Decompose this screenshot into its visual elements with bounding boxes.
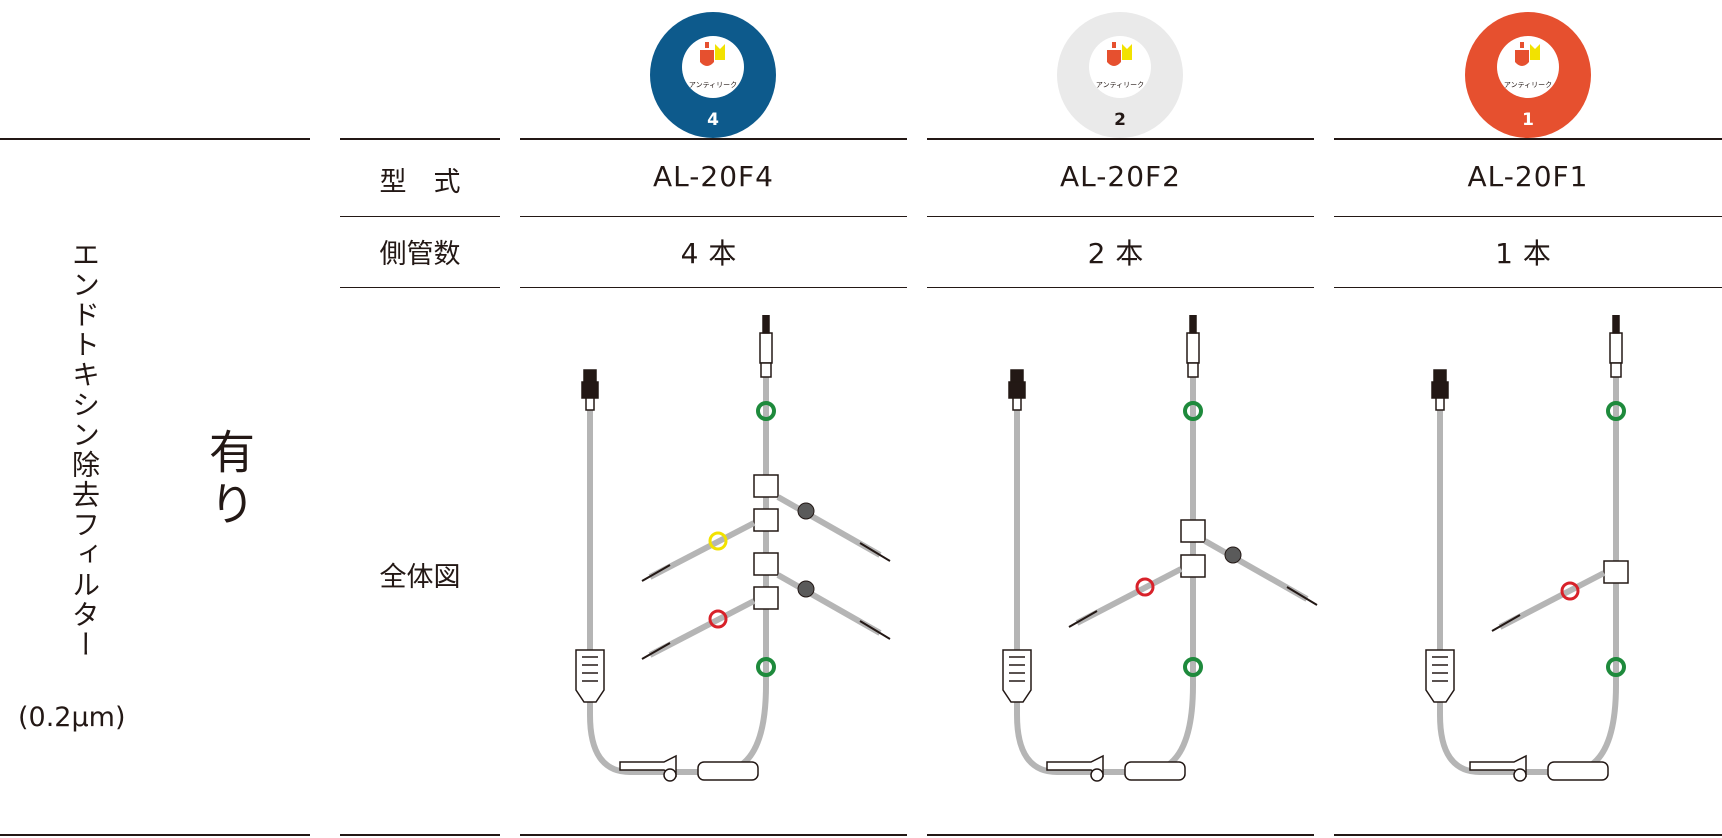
left-connector — [1008, 369, 1026, 411]
antileak-logo-icon — [1515, 42, 1540, 66]
product-model: AL-20F1 — [1467, 160, 1589, 193]
badge-number: 2 — [1114, 110, 1126, 130]
clamp-green-icon — [756, 657, 776, 677]
left-top-rule — [0, 138, 310, 140]
side-ports — [1603, 560, 1629, 584]
label-top-rule — [340, 138, 500, 140]
label-rule-1 — [340, 216, 500, 217]
side-tubes — [1498, 570, 1606, 630]
left-connector — [581, 369, 599, 411]
clamp-red-icon — [708, 609, 728, 629]
badge-number: 4 — [707, 110, 719, 130]
main-tube — [587, 370, 769, 775]
antileak-logo-icon — [700, 42, 725, 66]
left-bottom-rule — [0, 834, 310, 836]
side-tube-ends — [1491, 614, 1521, 632]
col-rule-2 — [1334, 287, 1722, 288]
clamp-gray-icon — [797, 502, 815, 520]
main-tube — [1014, 370, 1196, 775]
col-bottom-rule — [1334, 834, 1722, 836]
antileak-logo: アンティリーク — [1497, 36, 1559, 98]
col-top-rule — [927, 138, 1314, 140]
clamp-red-icon — [1135, 577, 1155, 597]
col-rule-2 — [927, 287, 1314, 288]
drip-chamber — [575, 649, 605, 703]
top-spike — [1186, 315, 1200, 378]
row-label-side-tubes: 側管数 — [379, 239, 461, 270]
col-rule-1 — [520, 216, 907, 217]
antileak-logo: アンティリーク — [1089, 36, 1151, 98]
label-rule-2 — [340, 287, 500, 288]
logo-text: アンティリーク — [1503, 81, 1553, 89]
filter-value: 有り — [202, 428, 256, 532]
product-model: AL-20F4 — [653, 160, 774, 193]
col-top-rule — [520, 138, 907, 140]
side-tube-count: 4本 — [680, 237, 747, 270]
clamp-green-icon — [756, 401, 776, 421]
clamp-yellow-icon — [708, 531, 728, 551]
label-bottom-rule — [340, 834, 500, 836]
clamp-green-icon — [1606, 401, 1626, 421]
antileak-logo: アンティリーク — [682, 36, 744, 98]
filter-vertical-title: エンドトキシン除去フィルター — [68, 240, 101, 660]
drip-chamber — [1425, 649, 1455, 703]
filter-unit — [1469, 754, 1609, 782]
product-badge: アンティリーク 2 — [1057, 12, 1183, 138]
logo-text: アンティリーク — [1095, 81, 1145, 89]
top-spike — [759, 315, 773, 378]
clamp-green-icon — [1183, 401, 1203, 421]
side-tube-ends — [641, 542, 891, 660]
clamps — [1135, 401, 1242, 677]
product-badge: アンティリーク 1 — [1465, 12, 1591, 138]
side-tube-count: 2本 — [1087, 237, 1154, 270]
pore-size: (0.2μm) — [18, 702, 126, 733]
badge-number: 1 — [1522, 110, 1534, 130]
row-label-overall-view: 全体図 — [379, 562, 461, 593]
filter-unit — [1046, 754, 1186, 782]
side-ports — [753, 474, 779, 610]
clamp-green-icon — [1606, 657, 1626, 677]
main-tube — [1437, 370, 1619, 775]
left-connector — [1431, 369, 1449, 411]
col-rule-1 — [927, 216, 1314, 217]
side-tube-ends — [1068, 586, 1318, 628]
filter-unit — [619, 754, 759, 782]
clamps — [1560, 401, 1626, 677]
drip-chamber — [1002, 649, 1032, 703]
overall-view-diagram — [575, 315, 891, 782]
product-badge: アンティリーク 4 — [650, 12, 776, 138]
clamp-gray-icon — [1224, 546, 1242, 564]
clamp-green-icon — [1183, 657, 1203, 677]
logo-text: アンティリーク — [688, 81, 738, 89]
clamp-red-icon — [1560, 581, 1580, 601]
col-bottom-rule — [927, 834, 1314, 836]
side-tube-count: 1本 — [1495, 237, 1561, 270]
overall-view-diagram — [1425, 315, 1629, 782]
top-spike — [1609, 315, 1623, 378]
antileak-logo-icon — [1107, 42, 1132, 66]
clamps — [708, 401, 815, 677]
clamp-gray-icon — [797, 580, 815, 598]
col-bottom-rule — [520, 834, 907, 836]
row-label-model: 型 式 — [379, 167, 461, 198]
col-rule-1 — [1334, 216, 1722, 217]
col-top-rule — [1334, 138, 1722, 140]
product-model: AL-20F2 — [1060, 160, 1181, 193]
overall-view-diagram — [1002, 315, 1318, 782]
col-rule-2 — [520, 287, 907, 288]
